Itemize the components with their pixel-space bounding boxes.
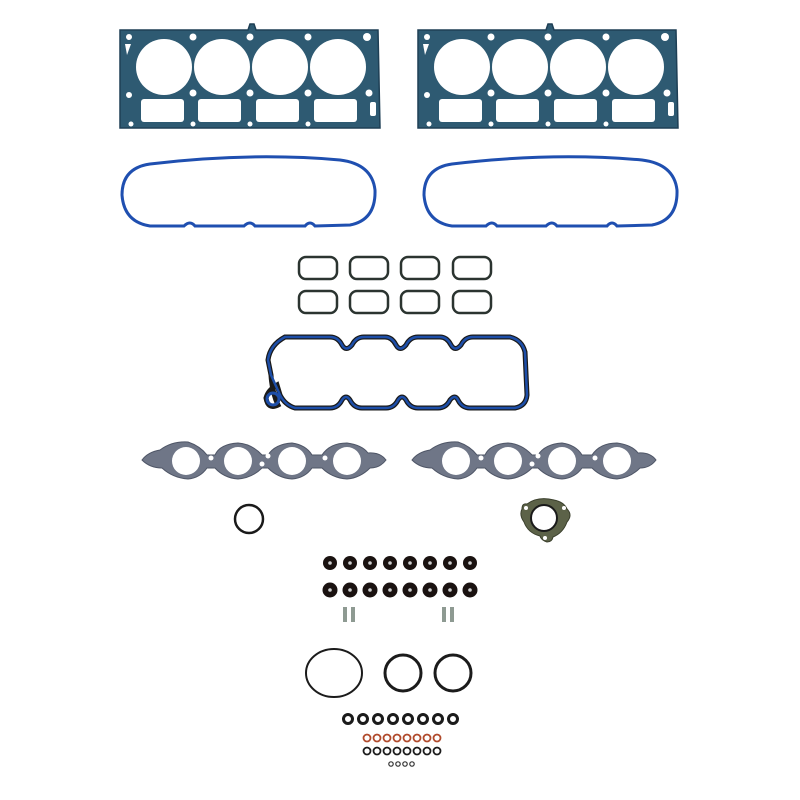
large-o-rings [305,648,473,698]
dowel-sleeves [343,607,454,622]
three-bolt-flange-gasket [520,498,571,543]
cylinder-head-gasket-right [417,23,679,129]
valve-cover-gasket-right [422,155,679,228]
small-o-rings [342,713,459,767]
exhaust-manifold-gasket-right [411,441,657,480]
valve-cover-gasket-left [120,155,377,228]
exhaust-manifold-gasket-left [141,441,387,480]
intake-port-seals [297,255,493,315]
valley-cover-gasket [263,334,530,411]
valve-stem-seals [322,556,478,598]
cylinder-head-gasket-left [119,23,381,129]
small-o-ring-seal [233,503,265,535]
